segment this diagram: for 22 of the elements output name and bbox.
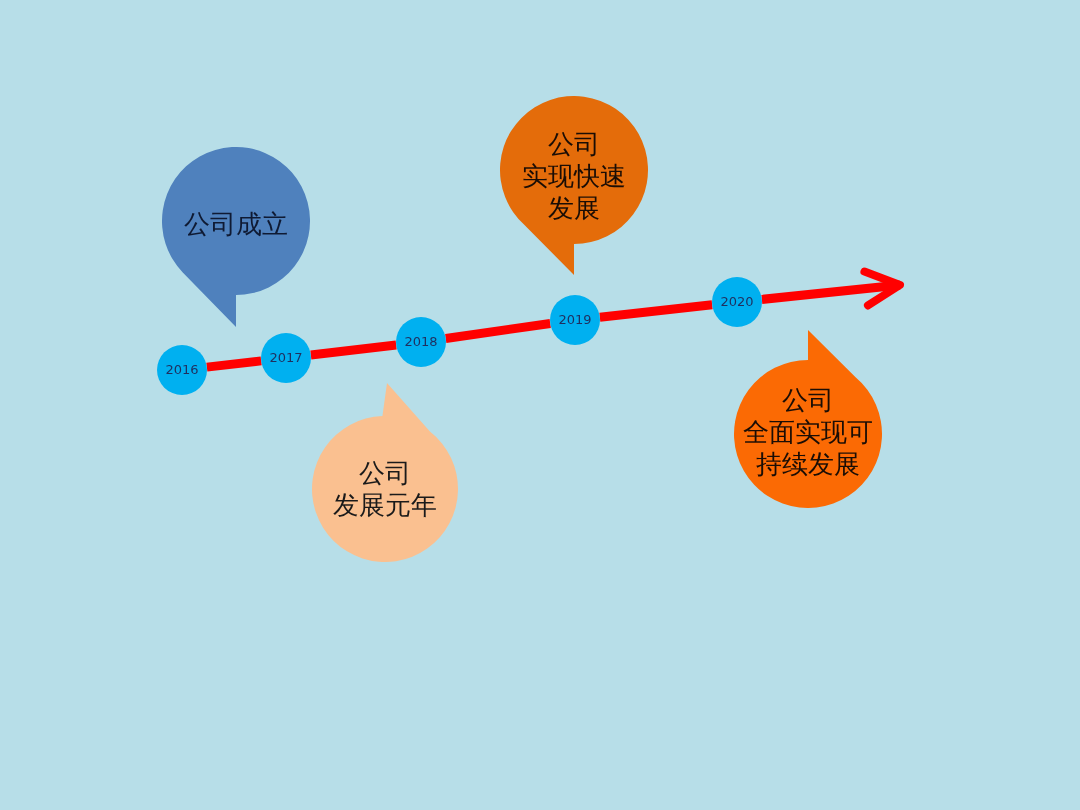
year-label: 2020: [720, 294, 754, 310]
timeline-line: [206, 356, 262, 372]
timeline-line: [599, 300, 713, 322]
timeline-line: [445, 319, 551, 343]
milestone-text: 公司发展元年: [333, 457, 437, 521]
speech-bubble: [162, 147, 310, 327]
speech-bubble: [500, 96, 648, 275]
timeline-dot: [550, 295, 600, 345]
year-label: 2018: [404, 334, 438, 350]
milestone-text: 公司成立: [184, 208, 288, 240]
timeline-dot: [712, 277, 762, 327]
speech-bubble: [312, 383, 458, 562]
timeline-dot: [396, 317, 446, 367]
year-label: 2016: [165, 362, 199, 378]
speech-bubble: [734, 330, 882, 508]
timeline-dot: [261, 333, 311, 383]
milestone-text: 公司全面实现可持续发展: [743, 384, 873, 480]
year-label: 2019: [558, 312, 592, 328]
timeline-line: [310, 340, 397, 360]
milestone-text: 公司实现快速发展: [522, 128, 626, 224]
year-label: 2017: [269, 350, 303, 366]
timeline-dot: [157, 345, 207, 395]
